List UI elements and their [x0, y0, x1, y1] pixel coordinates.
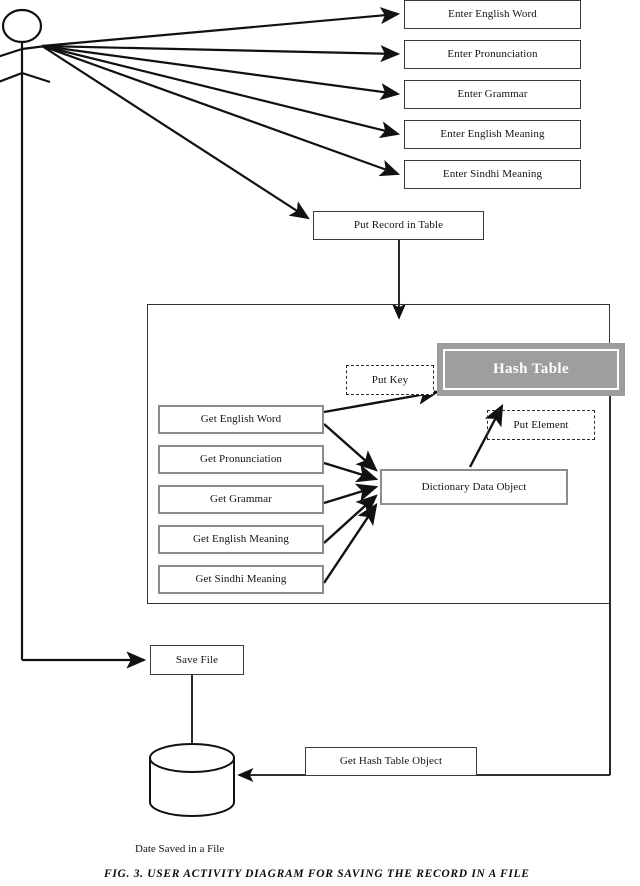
step-label: Enter Grammar: [457, 88, 528, 101]
annotation-label: Put Key: [371, 373, 409, 386]
step-label: Enter Sindhi Meaning: [442, 168, 543, 181]
dictionary-data-object-node[interactable]: Dictionary Data Object: [380, 469, 568, 505]
annotation-put-element: Put Element: [487, 410, 595, 440]
figure-caption: FIG. 3. USER ACTIVITY DIAGRAM FOR SAVING…: [104, 868, 530, 880]
hash-table-label: Hash Table: [443, 349, 619, 390]
step-label: Get Pronunciation: [199, 453, 283, 466]
step-label: Enter English Word: [448, 8, 537, 21]
step-box-get-sindhi-meaning[interactable]: Get Sindhi Meaning: [158, 565, 324, 594]
dictionary-data-object-label: Dictionary Data Object: [421, 480, 527, 493]
step-label: Get Sindhi Meaning: [195, 573, 287, 586]
step-label: Save File: [175, 653, 219, 666]
step-label: Enter Pronunciation: [447, 48, 538, 61]
step-label: Get English Word: [200, 413, 282, 426]
step-box-get-pronunciation[interactable]: Get Pronunciation: [158, 445, 324, 474]
step-label: Enter English Meaning: [440, 128, 545, 141]
step-box-put-record-in-table[interactable]: Put Record in Table: [313, 211, 484, 240]
step-box-enter-sindhi-meaning[interactable]: Enter Sindhi Meaning: [404, 160, 581, 189]
step-box-save-file[interactable]: Save File: [150, 645, 244, 675]
step-label: Get English Meaning: [193, 533, 289, 546]
get-steps-to-dictionary-arrows: [323, 423, 379, 584]
actor-to-steps-arrows: [41, 7, 401, 220]
hash-table-node[interactable]: Hash Table: [437, 343, 625, 396]
step-box-get-grammar[interactable]: Get Grammar: [158, 485, 324, 514]
step-box-enter-pronunciation[interactable]: Enter Pronunciation: [404, 40, 581, 69]
step-box-enter-grammar[interactable]: Enter Grammar: [404, 80, 581, 109]
step-box-get-english-meaning[interactable]: Get English Meaning: [158, 525, 324, 554]
step-label: Put Record in Table: [353, 219, 444, 232]
step-box-get-hash-table-object[interactable]: Get Hash Table Object: [305, 747, 477, 776]
step-label: Get Hash Table Object: [339, 755, 443, 768]
annotation-put-key: Put Key: [346, 365, 434, 395]
datastore-cylinder-icon: [149, 743, 235, 817]
step-box-enter-english-meaning[interactable]: Enter English Meaning: [404, 120, 581, 149]
step-box-get-english-word[interactable]: Get English Word: [158, 405, 324, 434]
hash-table-process-container: [147, 304, 610, 604]
dictionary-to-hash-table-arrow: [468, 403, 504, 468]
step-box-enter-english-word[interactable]: Enter English Word: [404, 0, 581, 29]
step-label: Get Grammar: [210, 493, 272, 506]
get-english-word-to-hash-table-arrow: [323, 386, 440, 414]
annotation-label: Put Element: [513, 418, 569, 431]
user-actor-icon: [0, 8, 51, 660]
datastore-label: Date Saved in a File: [135, 843, 225, 855]
